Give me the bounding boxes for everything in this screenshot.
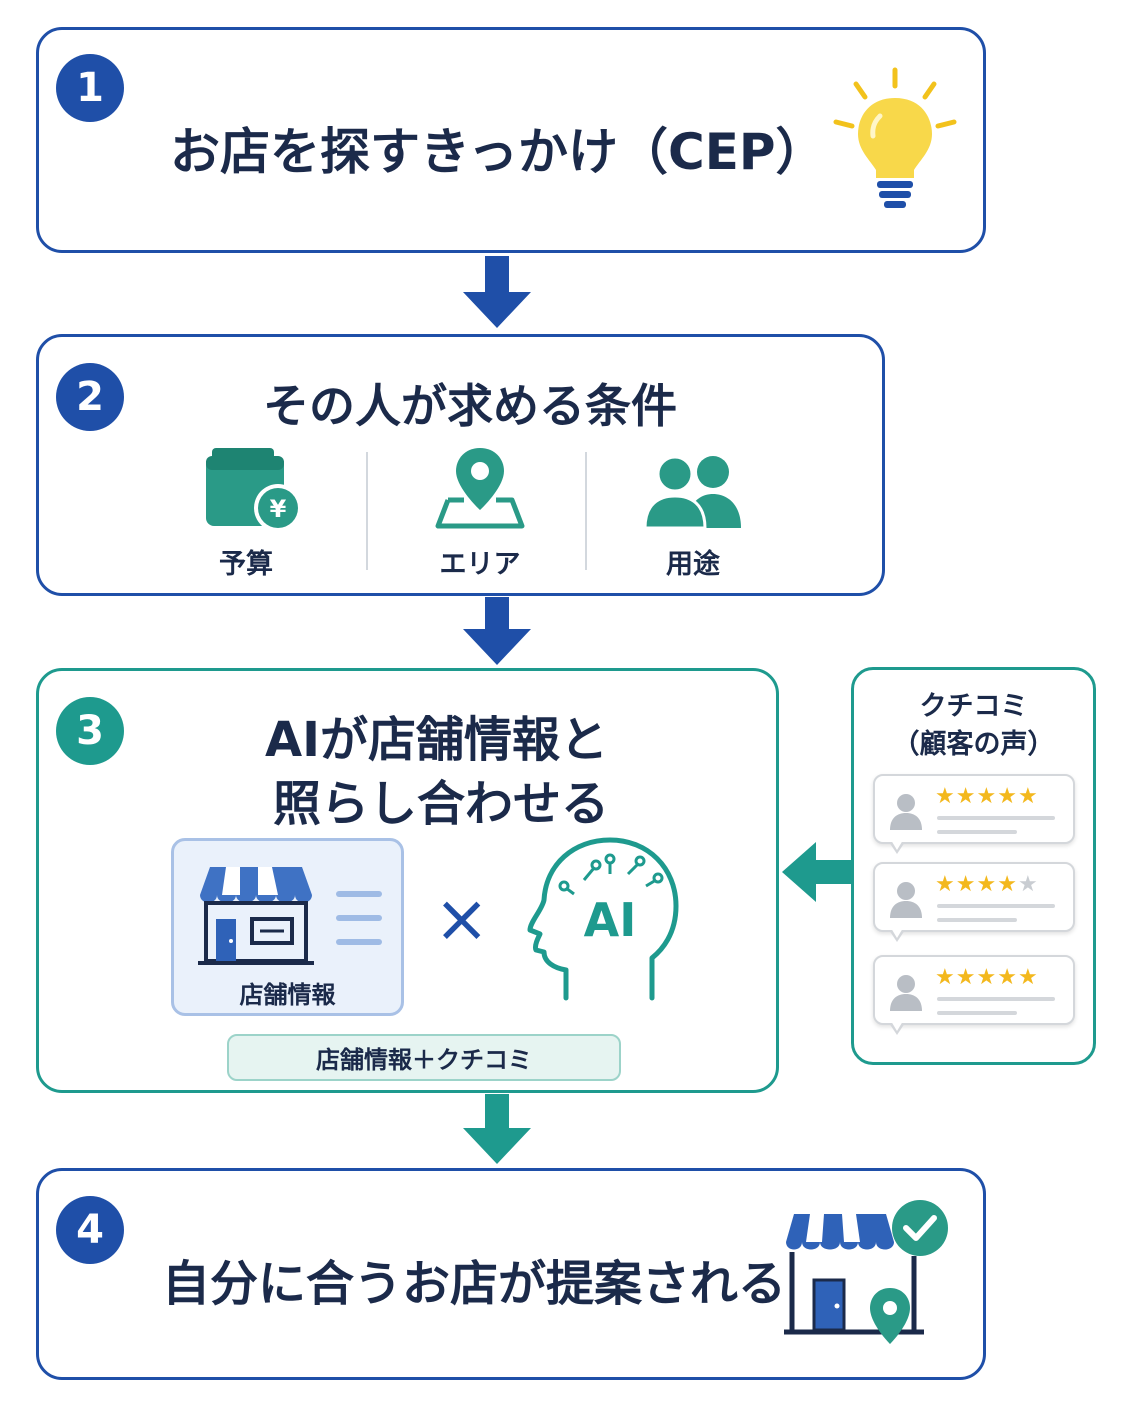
step4-title: 自分に合うお店が提案される xyxy=(162,1256,787,1312)
star-filled-icon: ★ xyxy=(976,965,998,990)
arrow-down-1 xyxy=(463,256,531,328)
review-card: ★★★★★ xyxy=(873,774,1075,854)
star-filled-icon: ★ xyxy=(935,872,956,897)
ai-text: AI xyxy=(584,893,637,947)
step2-title: その人が求める条件 xyxy=(263,379,677,433)
star-filled-icon: ★ xyxy=(935,965,956,990)
map-pin-icon xyxy=(435,448,525,529)
star-filled-icon: ★ xyxy=(955,784,977,809)
store-check-pin-icon xyxy=(784,1200,948,1344)
step2-badge: 2 xyxy=(56,363,124,431)
user-avatar-icon xyxy=(890,794,922,830)
condition-divider-1 xyxy=(366,452,368,570)
star-filled-icon: ★ xyxy=(997,965,1018,990)
user-avatar-icon xyxy=(890,882,922,918)
step3-title-line2: 照らし合わせる xyxy=(273,776,610,832)
star-empty-icon: ★ xyxy=(1017,872,1039,897)
review-stars: ★★★★★ xyxy=(935,965,1039,991)
star-filled-icon: ★ xyxy=(935,784,956,809)
reviews-title-line2: （顧客の声） xyxy=(892,729,1055,760)
condition-divider-2 xyxy=(585,452,587,570)
star-filled-icon: ★ xyxy=(976,872,998,897)
review-stars: ★★★★★ xyxy=(935,872,1039,898)
light-bulb-icon xyxy=(833,67,957,208)
store-info-card: 店舗情報 xyxy=(171,838,404,1016)
store-info-label: 店舗情報 xyxy=(239,981,336,1009)
review-card: ★★★★★ xyxy=(873,862,1075,942)
condition-label-area: エリア xyxy=(439,549,521,580)
step3-badge: 3 xyxy=(56,697,124,765)
arrow-left-reviews xyxy=(782,842,852,902)
step1-title: お店を探すきっかけ（CEP） xyxy=(170,123,826,181)
ai-head-icon: AI xyxy=(527,837,679,1001)
star-filled-icon: ★ xyxy=(1017,784,1039,809)
step1-box xyxy=(36,27,986,253)
arrow-down-3 xyxy=(463,1094,531,1164)
step4-badge: 4 xyxy=(56,1196,124,1264)
step4-box xyxy=(36,1168,986,1380)
reviews-title-line1: クチコミ xyxy=(919,691,1028,722)
star-filled-icon: ★ xyxy=(955,872,977,897)
combined-info-pill: 店舗情報＋クチコミ xyxy=(227,1034,621,1081)
svg-text:¥: ¥ xyxy=(270,495,287,523)
review-card: ★★★★★ xyxy=(873,955,1075,1035)
people-icon xyxy=(643,455,741,530)
info-lines-icon xyxy=(336,891,382,945)
wallet-yen-icon: ¥ xyxy=(206,448,302,532)
review-stars: ★★★★★ xyxy=(935,784,1039,810)
star-filled-icon: ★ xyxy=(997,872,1018,897)
star-filled-icon: ★ xyxy=(976,784,998,809)
star-filled-icon: ★ xyxy=(955,965,977,990)
storefront-icon xyxy=(198,867,314,965)
condition-label-budget: 予算 xyxy=(219,549,273,580)
star-filled-icon: ★ xyxy=(1017,965,1039,990)
step1-badge: 1 xyxy=(56,54,124,122)
condition-label-purpose: 用途 xyxy=(666,549,720,580)
step3-title-line1: AIが店舗情報と xyxy=(265,712,609,768)
star-filled-icon: ★ xyxy=(997,784,1018,809)
times-symbol: × xyxy=(434,880,490,957)
user-avatar-icon xyxy=(890,975,922,1011)
arrow-down-2 xyxy=(463,597,531,665)
